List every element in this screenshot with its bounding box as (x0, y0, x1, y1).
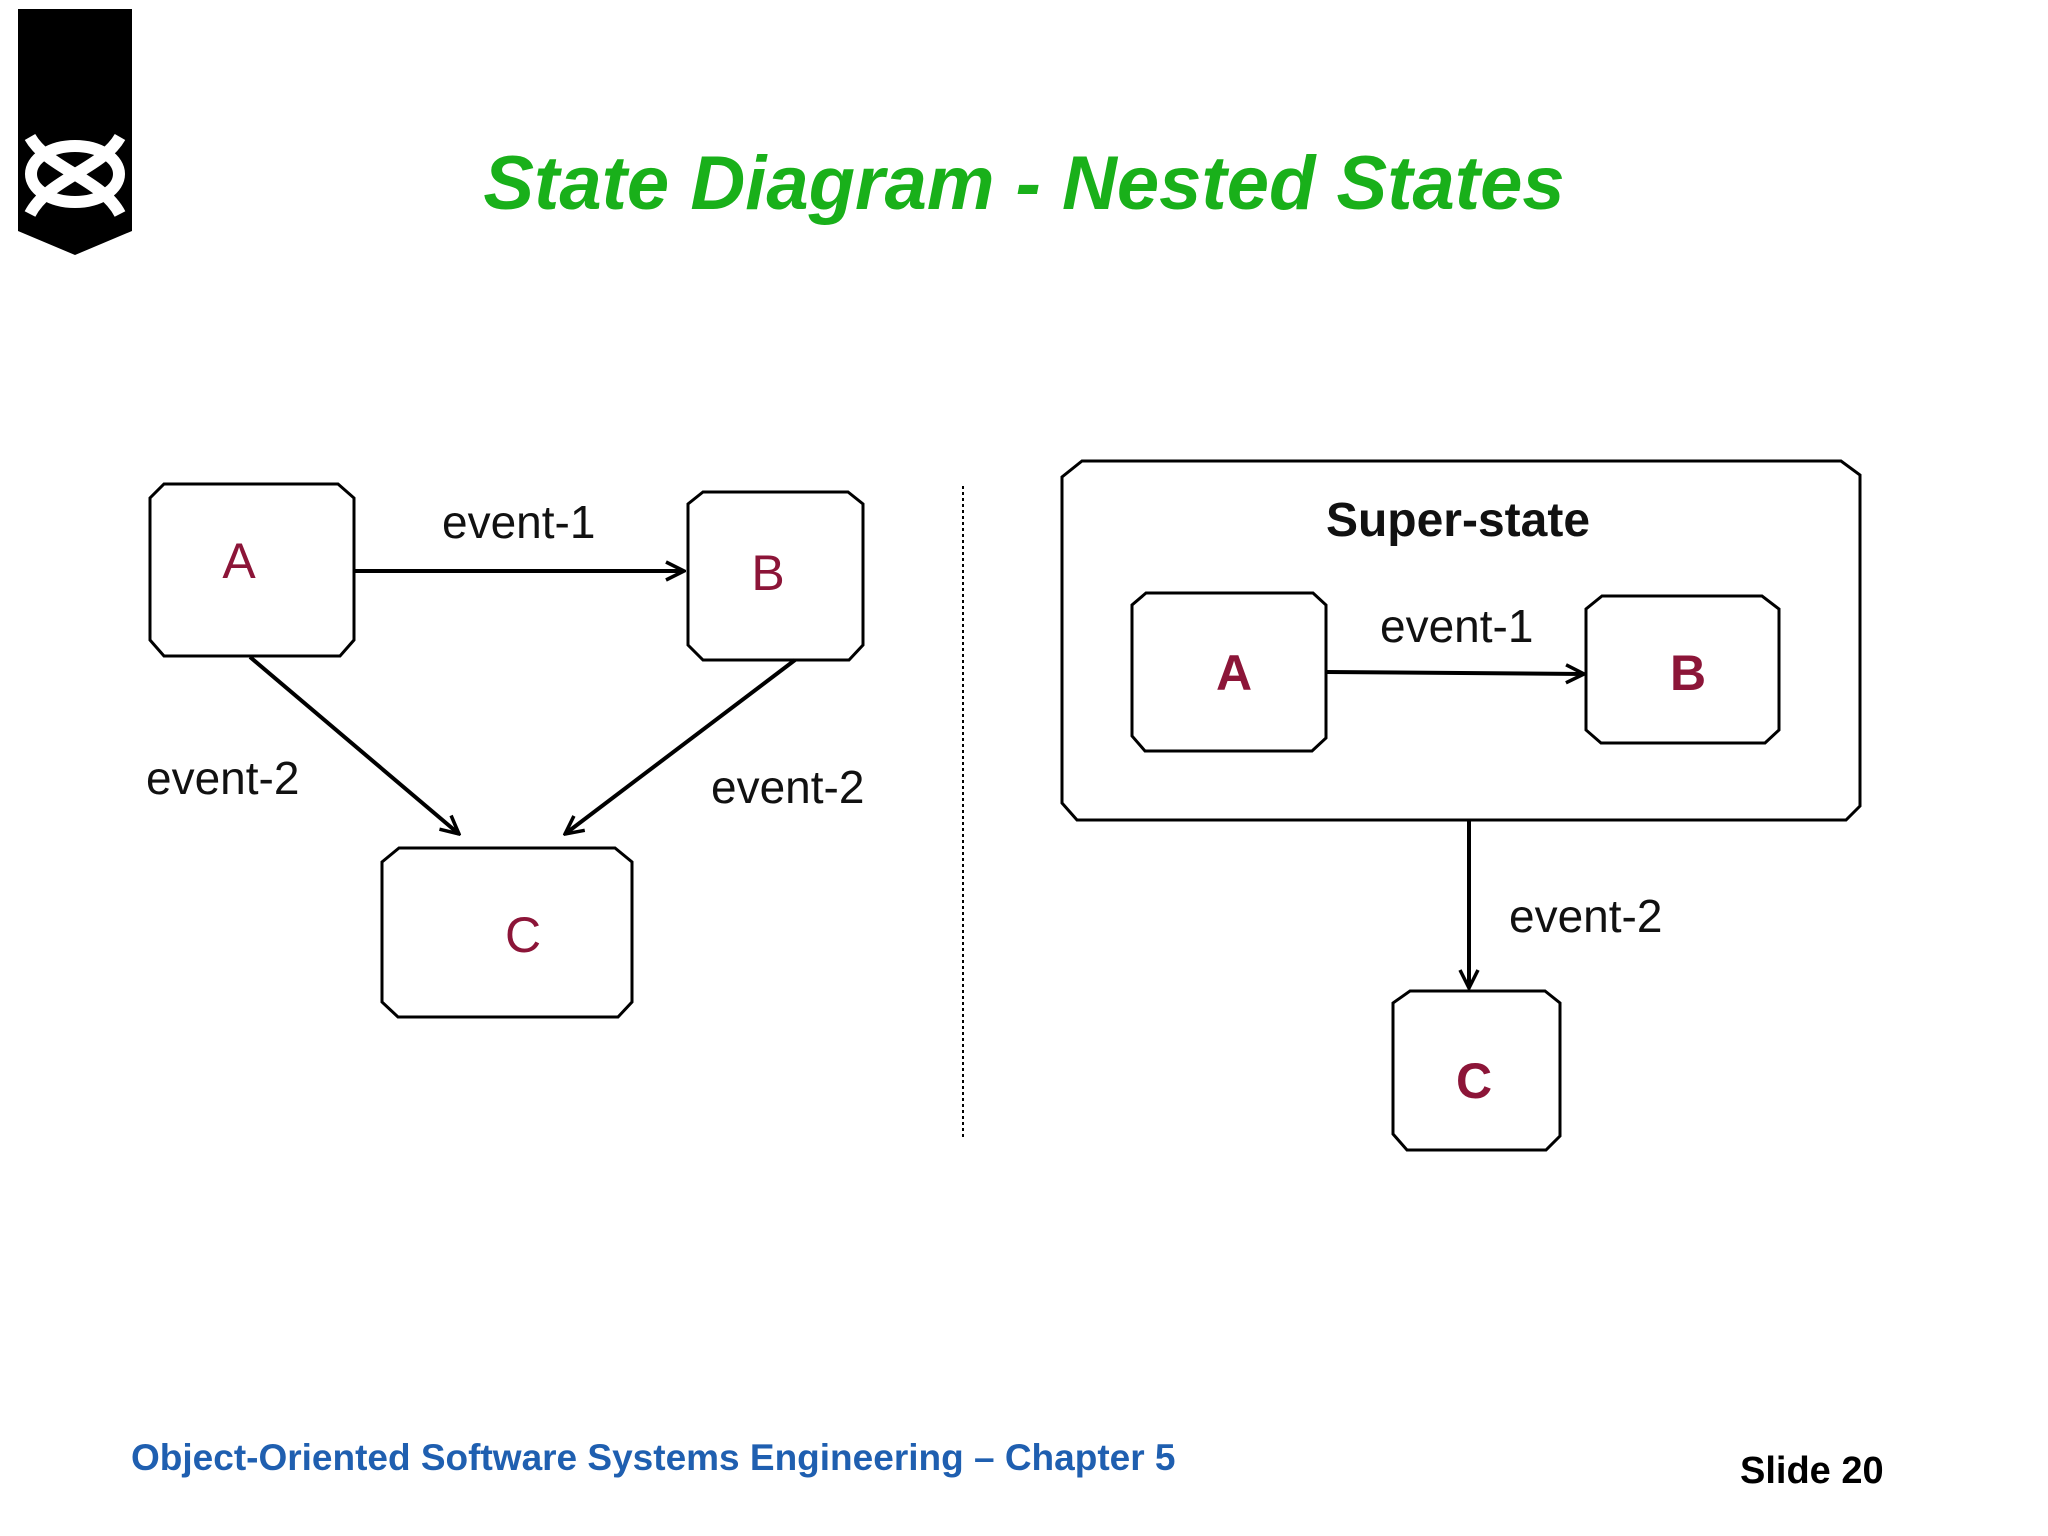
university-logo (18, 9, 132, 255)
slide-number: Slide 20 (1740, 1450, 1884, 1492)
transition-a-to-c-label: event-2 (146, 752, 299, 804)
left-diagram: A B C event-1 event-2 event-2 (146, 482, 865, 1019)
right-diagram: Super-state A B event-1 C event-2 (1060, 459, 1862, 1152)
transition-b-to-c-label: event-2 (711, 761, 864, 813)
superstate-label: Super-state (1326, 494, 1590, 547)
transition-a-to-b-label: event-1 (442, 496, 595, 548)
nested-state-b: B (1584, 594, 1781, 745)
state-c: C (380, 846, 634, 1019)
transition-a-to-c (248, 655, 459, 834)
outer-state-c-label: C (1456, 1053, 1492, 1109)
outer-state-c: C (1391, 989, 1562, 1152)
slide-title: State Diagram - Nested States (483, 141, 1565, 226)
nested-transition-a-to-b (1325, 672, 1584, 674)
state-a-label: A (222, 533, 256, 589)
state-c-label: C (505, 907, 541, 963)
nested-transition-a-to-b-label: event-1 (1380, 600, 1533, 652)
state-b: B (686, 490, 865, 662)
nested-state-b-label: B (1670, 645, 1706, 701)
state-b-label: B (751, 545, 784, 601)
nested-state-a-label: A (1216, 645, 1252, 701)
transition-b-to-c (565, 658, 797, 834)
state-a: A (148, 482, 356, 658)
nested-state-a: A (1130, 591, 1328, 753)
transition-superstate-to-c-label: event-2 (1509, 890, 1662, 942)
course-footer: Object-Oriented Software Systems Enginee… (131, 1437, 1176, 1478)
